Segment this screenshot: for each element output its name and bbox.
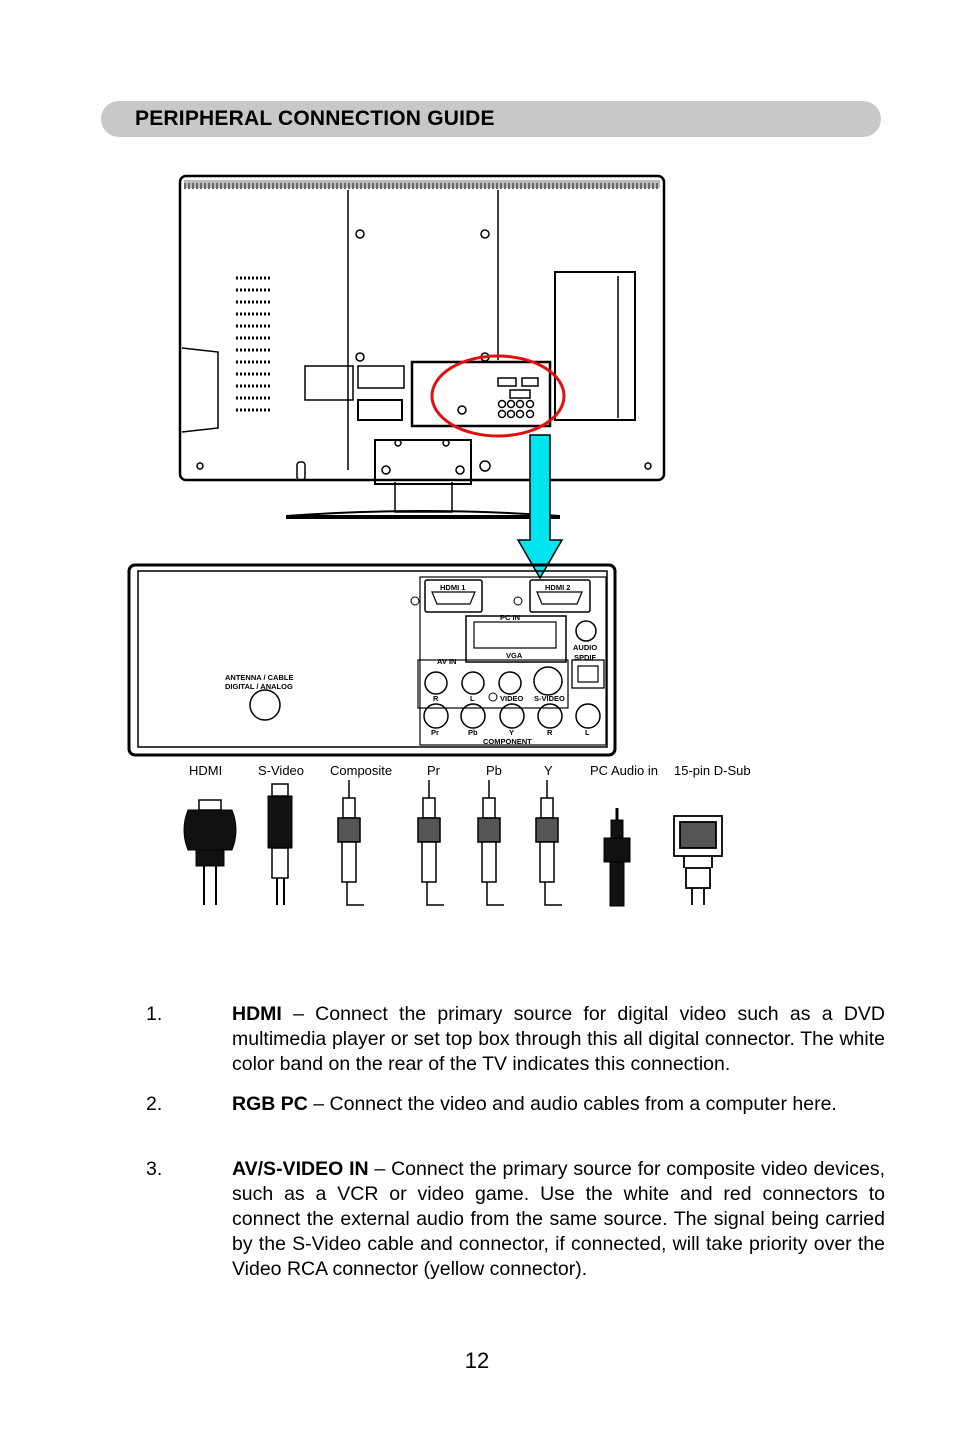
cable-label-dsub: 15-pin D-Sub xyxy=(674,763,751,778)
cable-label-hdmi: HDMI xyxy=(189,763,223,778)
list-number: 1. xyxy=(146,1003,163,1025)
panel-vga-label: VGA xyxy=(506,651,523,660)
list-term: AV/S-VIDEO IN xyxy=(232,1158,369,1180)
pb-cable-icon xyxy=(477,780,504,906)
connection-diagram: HDMI 1 HDMI 2 PC IN VGA AUDIO SPDIF AV I… xyxy=(127,174,723,907)
list-term: HDMI xyxy=(232,1003,282,1025)
panel-spdif-label: SPDIF xyxy=(574,653,597,662)
panel-r2-label: R xyxy=(547,728,553,737)
panel-y-label: Y xyxy=(509,728,514,737)
panel-component-label: COMPONENT xyxy=(483,737,532,746)
cable-label-svideo: S-Video xyxy=(258,763,305,778)
panel-l2-label: L xyxy=(585,728,590,737)
list-text: AV/S-VIDEO IN – Connect the primary sour… xyxy=(232,1157,885,1282)
panel-hdmi1-label: HDMI 1 xyxy=(440,583,465,592)
y-cable-icon xyxy=(535,780,562,906)
panel-pb-label: Pb xyxy=(468,728,478,737)
page-number: 12 xyxy=(464,1348,490,1373)
cable-illustrations xyxy=(183,780,723,907)
panel-pcin-label: PC IN xyxy=(500,613,520,622)
panel-antenna-label-1: ANTENNA / CABLE xyxy=(225,673,293,682)
list-description: – Connect the primary source for digital… xyxy=(232,1003,885,1075)
panel-hdmi2-label: HDMI 2 xyxy=(545,583,570,592)
section-header-bar: PERIPHERAL CONNECTION GUIDE xyxy=(101,101,881,137)
cable-label-pb: Pb xyxy=(486,763,502,778)
connector-panel xyxy=(127,563,617,757)
panel-pr-label: Pr xyxy=(431,728,439,737)
section-title: PERIPHERAL CONNECTION GUIDE xyxy=(135,107,495,130)
pr-cable-icon xyxy=(417,780,444,906)
list-description: – Connect the video and audio cables fro… xyxy=(307,1093,837,1115)
panel-avin-label: AV IN xyxy=(437,657,456,666)
cable-label-pc-audio: PC Audio in xyxy=(590,763,658,778)
panel-video-label: VIDEO xyxy=(500,694,524,703)
panel-audio-label: AUDIO xyxy=(573,643,597,652)
cable-label-pr: Pr xyxy=(427,763,440,778)
cable-label-composite: Composite xyxy=(330,763,393,778)
hdmi-cable-icon xyxy=(183,799,237,905)
composite-cable-icon xyxy=(337,780,364,906)
list-text: RGB PC – Connect the video and audio cab… xyxy=(232,1092,885,1117)
panel-antenna-label-2: DIGITAL / ANALOG xyxy=(225,682,293,691)
panel-svideo-label: S-VIDEO xyxy=(534,694,565,703)
panel-l-label: L xyxy=(470,694,475,703)
list-number: 3. xyxy=(146,1158,163,1180)
pc-audio-cable-icon xyxy=(603,808,631,907)
list-description: – Connect the primary source for composi… xyxy=(232,1158,885,1280)
down-arrow-icon xyxy=(516,434,564,580)
tv-rear-illustration xyxy=(178,174,666,519)
list-term: RGB PC xyxy=(232,1093,308,1115)
svideo-cable-icon xyxy=(267,783,293,905)
list-text: HDMI – Connect the primary source for di… xyxy=(232,1002,885,1077)
list-number: 2. xyxy=(146,1093,163,1115)
panel-r-label: R xyxy=(433,694,439,703)
dsub-cable-icon xyxy=(673,815,723,905)
cable-label-y: Y xyxy=(544,763,553,778)
highlight-circle xyxy=(430,354,566,438)
